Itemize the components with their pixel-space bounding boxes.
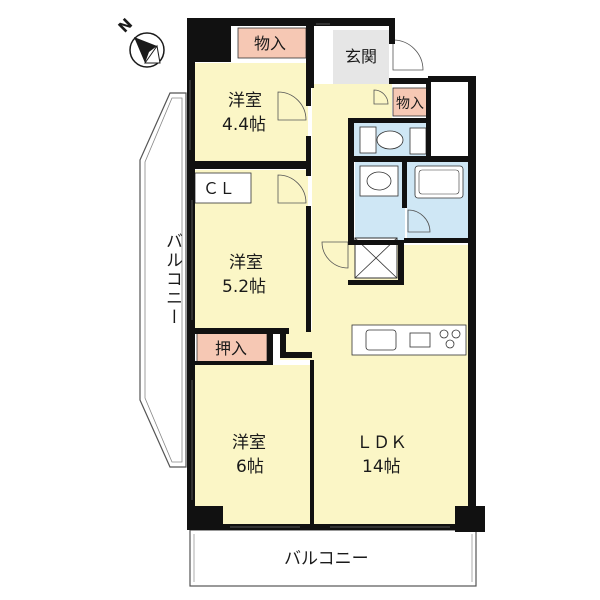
balcony-bottom-label: バルコニー — [284, 549, 369, 569]
storage-top-label: 物入 — [254, 34, 286, 53]
closet-label: ＣＬ — [203, 179, 235, 198]
balcony-left: バルコニー — [139, 92, 187, 468]
room-4-4-floor — [193, 63, 308, 163]
ldk-name: ＬＤＫ — [356, 433, 407, 453]
room-5-2-size: 5.2帖 — [222, 277, 266, 297]
stove-icon — [439, 329, 461, 349]
balcony-left-label: バルコニー — [162, 232, 182, 327]
windows — [189, 23, 450, 528]
room-5-2-name: 洋室 — [229, 253, 263, 273]
bathtub — [414, 165, 464, 199]
ldk-floor — [312, 370, 468, 525]
door-swings — [277, 39, 431, 269]
room-labels: 洋室 4.4帖 洋室 5.2帖 洋室 6帖 ＬＤＫ 14帖 — [222, 91, 407, 477]
balcony-bottom: バルコニー — [189, 529, 477, 587]
kitchen-small-icon — [409, 332, 431, 348]
toilet-bowl — [376, 130, 404, 150]
column-top-left — [187, 18, 231, 62]
fixtures — [351, 126, 467, 356]
storage-top-tag — [237, 27, 307, 59]
room-6-size: 6帖 — [236, 457, 264, 477]
compass-letter: N — [115, 15, 137, 37]
room-6-floor — [193, 365, 311, 525]
room-6-name: 洋室 — [232, 433, 266, 453]
closet-tag — [194, 172, 252, 204]
compass: N — [115, 15, 165, 68]
oshiire-label: 押入 — [215, 339, 247, 358]
kitchen-sink-icon — [365, 329, 397, 351]
balcony-left-inner — [144, 97, 183, 463]
balcony-left-outline — [139, 92, 187, 468]
storage-labels: 物入 物入 ＣＬ 押入 玄関 — [194, 27, 430, 364]
toilet-tank — [359, 126, 377, 154]
north-arrow-icon — [134, 37, 157, 63]
washbasin-bowl — [366, 171, 392, 191]
storage-right-label: 物入 — [396, 96, 424, 112]
entrance-label: 玄関 — [345, 47, 377, 66]
storage-right-tag — [392, 87, 430, 117]
entrance-floor — [333, 30, 389, 84]
toilet-counter — [409, 127, 427, 155]
walls — [187, 18, 485, 532]
south-arrow-half — [144, 44, 161, 64]
room-4-4-size: 4.4帖 — [222, 115, 266, 135]
ldk-size: 14帖 — [362, 457, 401, 477]
room-4-4-name: 洋室 — [228, 91, 262, 111]
